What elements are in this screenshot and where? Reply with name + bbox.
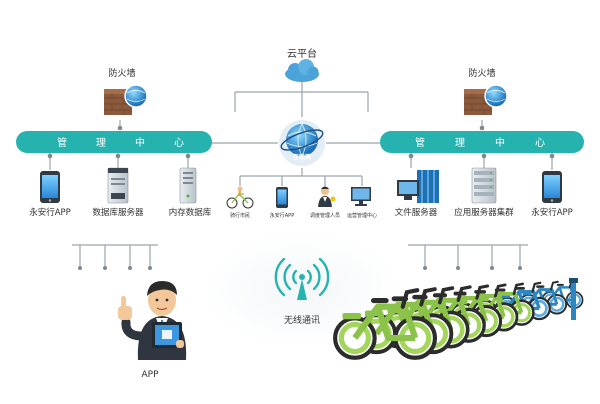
server-rack-icon	[471, 167, 497, 204]
mgmt-char: 心	[174, 137, 184, 149]
smartphone-icon	[276, 187, 288, 208]
server-tower-icon	[179, 167, 197, 204]
shared-bike-fleet	[333, 279, 584, 360]
node-label: 应用服务器集群	[454, 207, 514, 218]
smartphone-icon	[542, 171, 562, 203]
left-firewall: 防火墙	[104, 67, 148, 115]
center-node-app: 永安行APP	[270, 187, 294, 219]
left-node-app: 永安行APP	[29, 171, 71, 218]
right-node-app-server-cluster: 应用服务器集群	[454, 167, 514, 218]
cloud-icon	[285, 59, 319, 82]
node-label: 文件服务器	[395, 207, 438, 218]
right-firewall-label: 防火墙	[468, 67, 495, 79]
mgmt-char: 中	[495, 136, 505, 149]
node-label: 骑行市民	[230, 212, 250, 219]
node-label: 数据库服务器	[92, 207, 144, 218]
app-user: APP	[118, 281, 187, 380]
globe-icon	[286, 124, 318, 156]
right-firewall: 防火墙	[464, 67, 508, 115]
node-label: 内存数据库	[169, 207, 212, 218]
center-node-operations-center: 运营管理中心	[347, 187, 377, 219]
wireless-label: 无线通讯	[284, 314, 320, 326]
left-management-bar: 管 理 中 心	[16, 131, 212, 153]
node-label: 运营管理中心	[347, 212, 377, 219]
node-label: 永安行APP	[531, 207, 573, 218]
left-firewall-label: 防火墙	[108, 67, 135, 79]
center-node-dispatcher: 调度管理人员	[310, 186, 340, 219]
globe-icon	[484, 84, 508, 108]
center-node-cyclist: 骑行市民	[226, 186, 254, 219]
mgmt-char: 管	[415, 136, 425, 149]
wireless-signal: 无线通讯	[274, 257, 330, 326]
server-tower-icon	[107, 167, 129, 204]
bicycle-icon	[226, 186, 254, 209]
right-node-app: 永安行APP	[531, 171, 573, 218]
docking-post-icon	[569, 278, 578, 320]
node-label: 调度管理人员	[310, 212, 340, 219]
mgmt-char: 理	[96, 137, 106, 149]
file-server-icon	[397, 170, 439, 203]
app-user-label: APP	[141, 370, 159, 380]
right-node-file-server: 文件服务器	[395, 170, 439, 218]
connection-dots	[47, 125, 555, 270]
node-label: 永安行APP	[270, 212, 294, 219]
internet-hub: 互联网	[279, 120, 325, 166]
mgmt-char: 理	[455, 137, 465, 149]
mgmt-char: 心	[535, 137, 545, 149]
mgmt-char: 中	[135, 136, 145, 149]
cloud-platform: 云平台	[285, 47, 319, 82]
smartphone-icon	[40, 171, 60, 203]
internet-label: 互联网	[293, 153, 311, 161]
globe-icon	[124, 84, 148, 108]
monitor-icon	[351, 187, 371, 206]
left-node-database-server: 数据库服务器	[92, 167, 144, 218]
bike-icon	[333, 288, 438, 360]
businessman-icon	[118, 281, 187, 360]
cloud-platform-label: 云平台	[287, 47, 317, 60]
left-node-memory-db: 内存数据库	[169, 167, 212, 218]
mgmt-char: 管	[57, 136, 67, 149]
person-icon	[318, 186, 336, 207]
node-label: 永安行APP	[29, 207, 71, 218]
wireless-icon	[274, 257, 330, 297]
right-management-bar: 管 理 中 心	[380, 131, 584, 153]
